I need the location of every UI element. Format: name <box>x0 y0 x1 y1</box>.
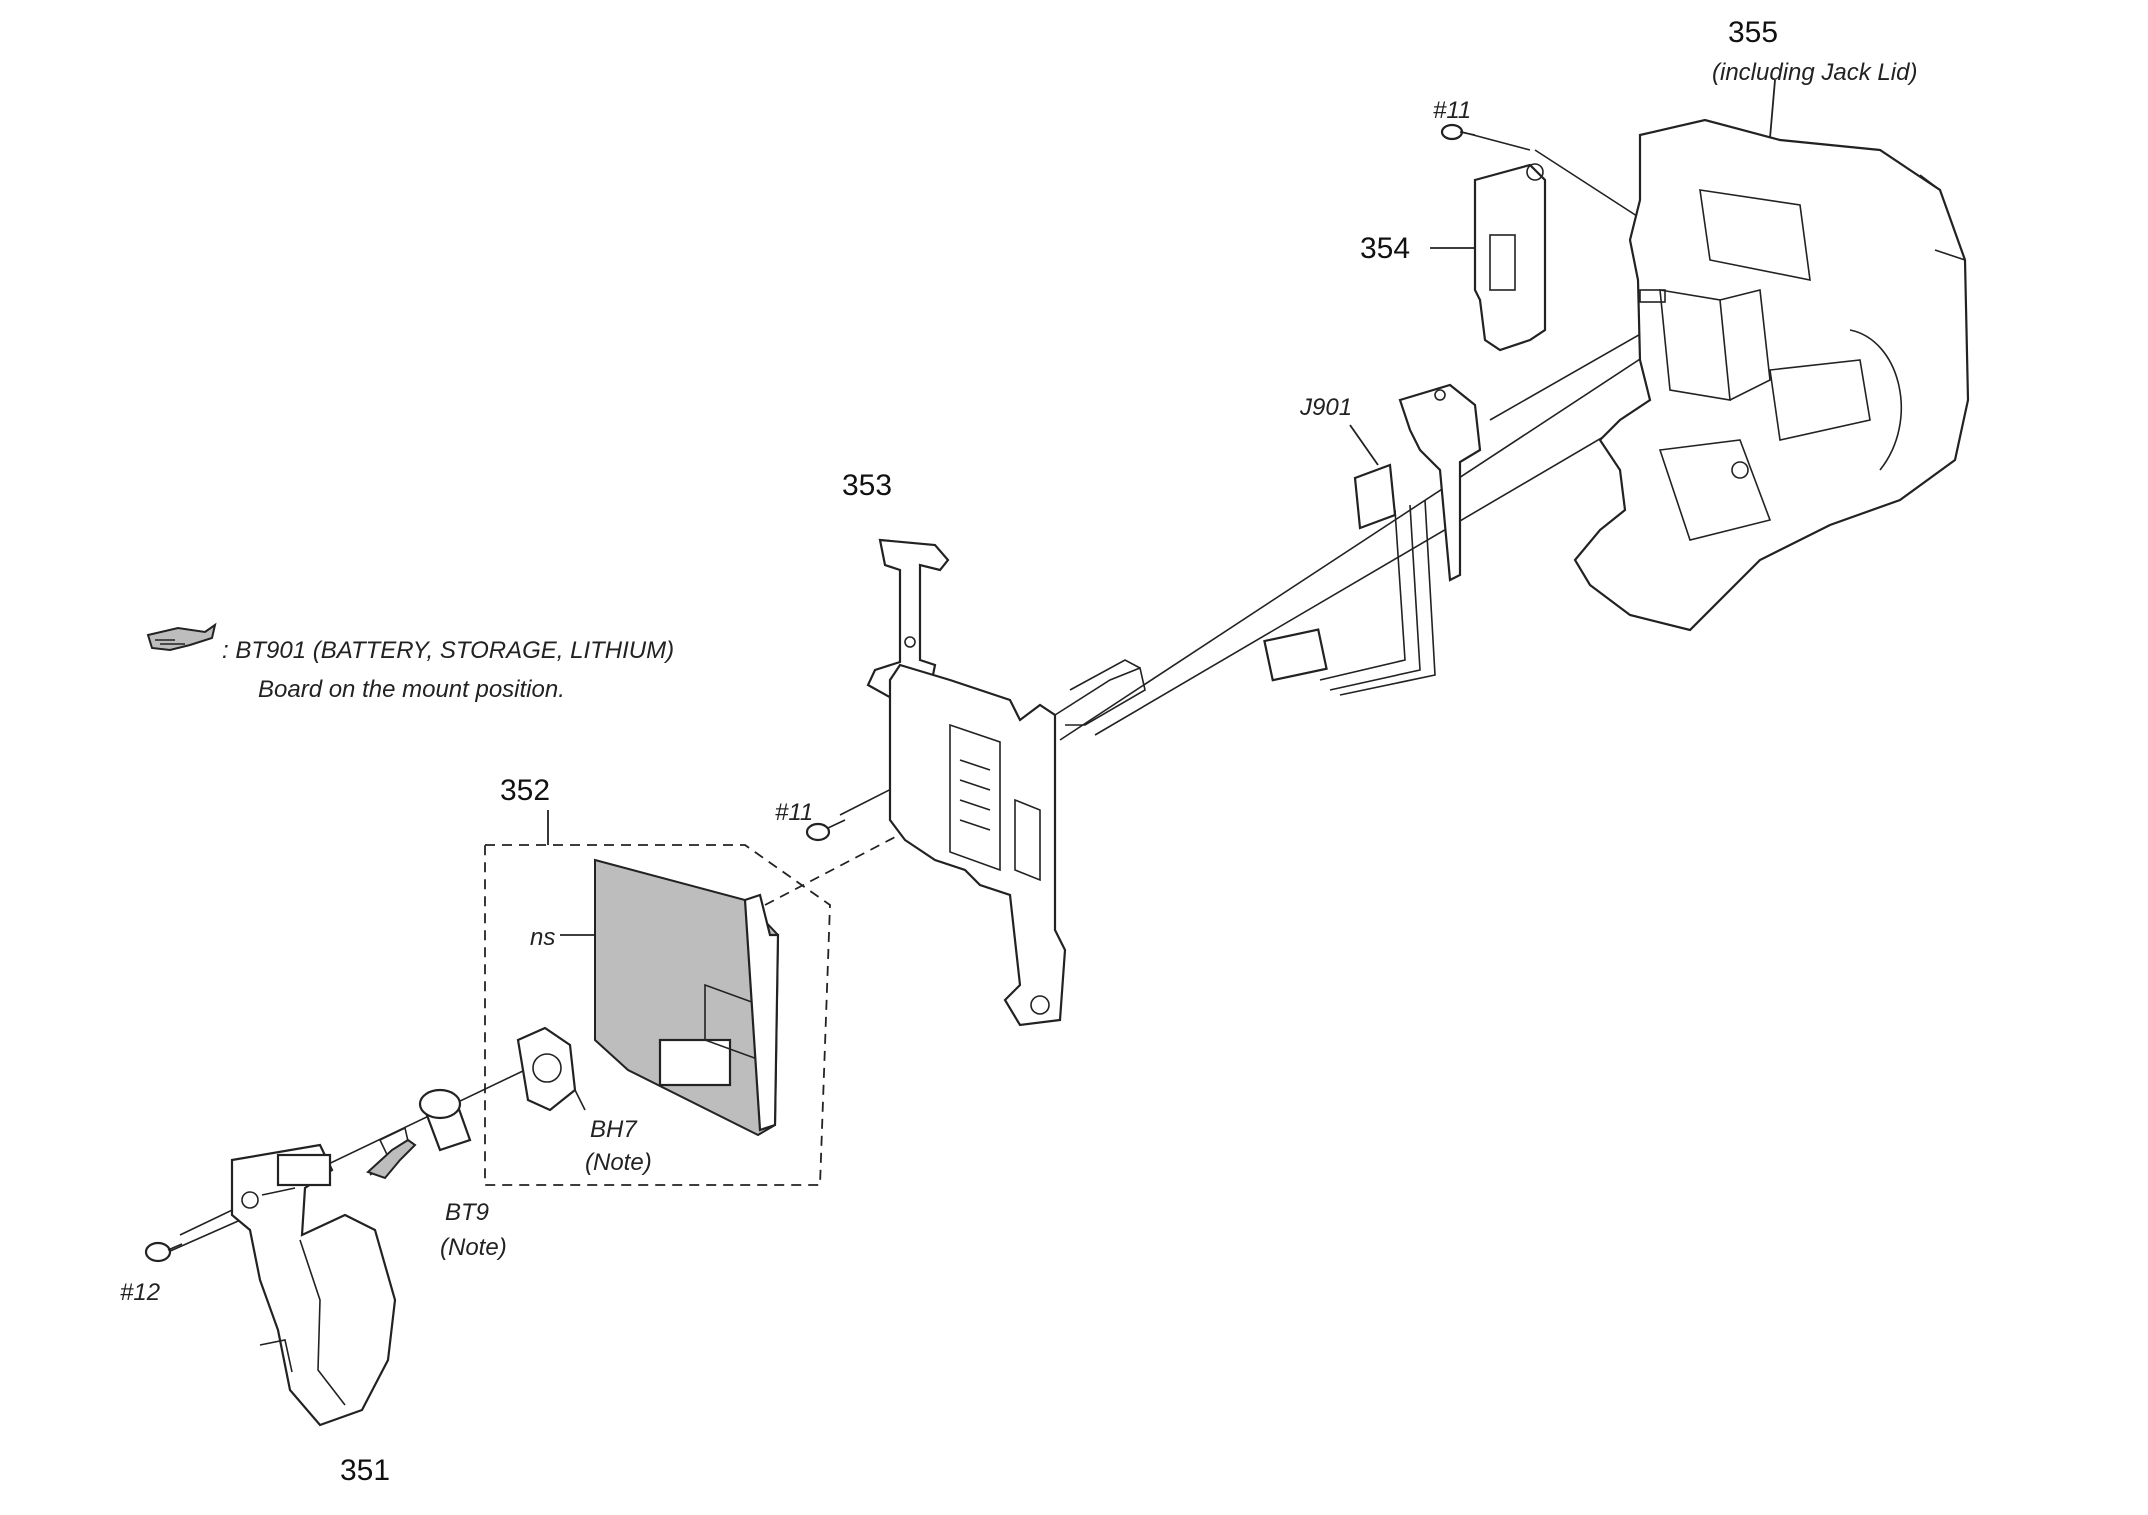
label-j901: J901 <box>1299 394 1352 421</box>
label-351: 351 <box>340 1454 390 1487</box>
legend-line-1: : BT901 (BATTERY, STORAGE, LITHIUM) <box>222 637 674 664</box>
part-351-front-cover <box>230 1143 397 1427</box>
screw-11-front <box>805 819 846 842</box>
screw-12 <box>144 1241 183 1263</box>
label-screw-11-front: #11 <box>775 799 813 826</box>
leader-355 <box>1769 79 1776 139</box>
battery-holder-bh7 <box>516 1026 586 1112</box>
legend-line-2: Board on the mount position. <box>258 676 565 703</box>
label-355-note: (including Jack Lid) <box>1712 59 1917 86</box>
circuit-board <box>594 858 780 1137</box>
pointing-hand-icon <box>146 622 217 652</box>
label-ns: ns <box>530 924 555 951</box>
label-352: 352 <box>500 774 550 807</box>
leader-j901 <box>1349 424 1379 466</box>
part-labels: 355 (including Jack Lid) #11 354 J901 35… <box>120 16 1917 1487</box>
pointing-hand-icon-bt901 <box>366 1138 417 1180</box>
label-353: 353 <box>842 469 892 502</box>
label-bt9-note: (Note) <box>440 1234 507 1261</box>
label-screw-11-rear: #11 <box>1433 97 1471 124</box>
screw-11-rear <box>1440 123 1476 141</box>
label-355: 355 <box>1728 16 1778 49</box>
label-bt9: BT9 <box>445 1199 489 1226</box>
jack-j901-flex <box>1263 383 1482 696</box>
label-bh7: BH7 <box>590 1116 638 1143</box>
label-bh7-note: (Note) <box>585 1149 652 1176</box>
part-355-rear-cabinet <box>1573 118 1970 632</box>
part-354-side-bracket <box>1473 163 1547 352</box>
label-354: 354 <box>1360 232 1410 265</box>
legend: : BT901 (BATTERY, STORAGE, LITHIUM) Boar… <box>222 637 674 703</box>
label-screw-12: #12 <box>120 1279 160 1306</box>
battery-bt901 <box>369 1088 472 1176</box>
chassis-frame <box>888 659 1146 1027</box>
